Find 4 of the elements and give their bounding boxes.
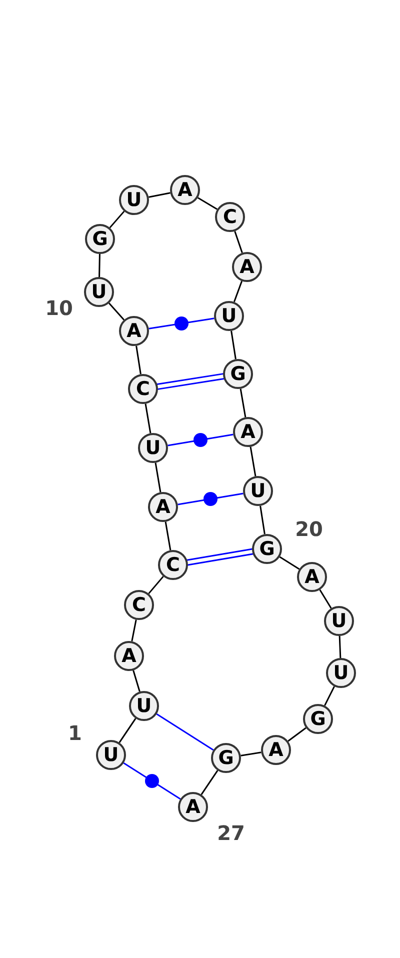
position-number: 20 [295, 519, 323, 539]
position-number: 10 [45, 298, 73, 318]
position-number: 27 [217, 823, 245, 843]
position-number: 1 [68, 723, 82, 743]
